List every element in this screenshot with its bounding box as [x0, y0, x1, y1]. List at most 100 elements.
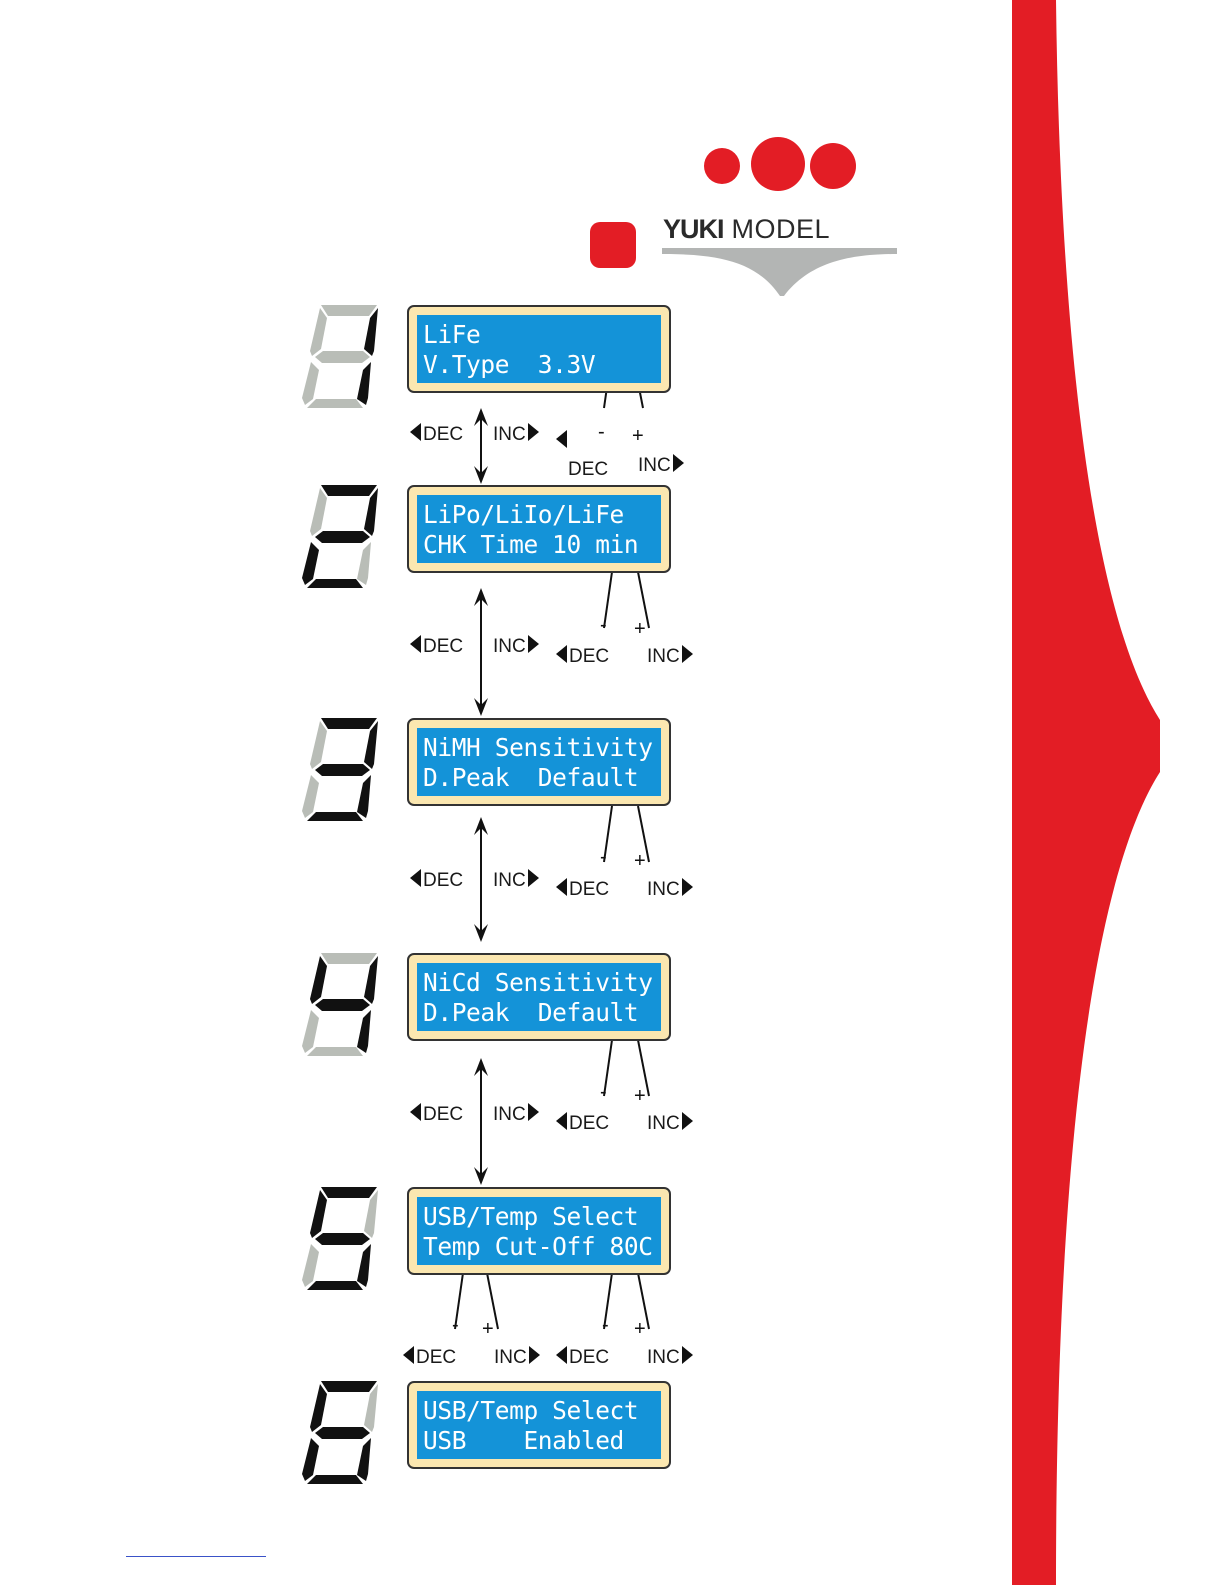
lcd-line-1: LiFe: [423, 319, 659, 351]
logo-red-square: [590, 222, 636, 268]
dec-label: DEC: [569, 1113, 609, 1134]
left-triangle-icon: [556, 878, 567, 896]
lcd-line-1: NiCd Sensitivity: [423, 967, 659, 999]
lcd-line-2: V.Type 3.3V: [423, 349, 659, 381]
segment-a: [321, 1187, 377, 1198]
inc-button[interactable]: INC: [494, 1346, 540, 1369]
inc-label: INC: [647, 1113, 680, 1134]
inc-button[interactable]: INC: [493, 423, 539, 446]
inc-button[interactable]: INC: [493, 1103, 539, 1126]
dec-label: DEC: [569, 646, 609, 667]
footer-link-underline: [126, 1556, 266, 1557]
step-digit-1: [302, 305, 378, 408]
inc-button[interactable]: INC: [647, 1346, 693, 1369]
dec-button[interactable]: DEC: [556, 1112, 609, 1135]
segment-e: [302, 1244, 319, 1287]
step-digit-6: [302, 1381, 378, 1484]
segment-c: [357, 1438, 371, 1481]
lcd-line-2: CHK Time 10 min: [423, 529, 659, 561]
plus-sign: +: [634, 851, 646, 871]
segment-e: [302, 542, 319, 585]
segment-e: [302, 362, 319, 405]
brand-name-regular: MODEL: [732, 214, 831, 244]
lcd-screen: USB/Temp SelectTemp Cut-Off 80C: [417, 1197, 661, 1265]
dec-label: DEC: [423, 1104, 463, 1125]
plus-sign: +: [632, 426, 644, 446]
segment-a: [321, 718, 377, 729]
step-digit-4: [302, 953, 378, 1056]
segment-c: [357, 775, 371, 818]
inc-button[interactable]: INC: [647, 878, 693, 901]
minus-sign: -: [600, 615, 607, 635]
logo-dot-small: [704, 148, 740, 184]
right-triangle-icon: [528, 423, 539, 441]
inc-label: INC: [647, 646, 680, 667]
segment-g: [315, 351, 370, 363]
dec-label: DEC: [416, 1347, 456, 1368]
segment-c: [357, 1010, 371, 1053]
right-triangle-icon: [673, 454, 684, 472]
plus-sign: +: [634, 619, 646, 639]
segment-f: [310, 721, 327, 769]
step-digit-2: [302, 485, 378, 588]
lcd-line-1: NiMH Sensitivity: [423, 732, 659, 764]
logo-dot-large: [751, 137, 805, 191]
logo-swoosh: [662, 248, 897, 296]
dec-button[interactable]: DEC: [556, 645, 609, 668]
segment-f: [310, 308, 327, 356]
lcd-line-2: USB Enabled: [423, 1425, 659, 1457]
inc-button[interactable]: INC: [638, 454, 684, 477]
dec-button[interactable]: DEC: [410, 423, 463, 446]
segment-a: [321, 1381, 377, 1392]
segment-g: [315, 764, 370, 776]
segment-f: [310, 488, 327, 536]
dec-button[interactable]: DEC: [556, 430, 608, 481]
segment-f: [310, 956, 327, 1004]
dec-label: DEC: [423, 636, 463, 657]
lcd-display: NiCd SensitivityD.Peak Default: [407, 953, 671, 1041]
segment-d: [307, 399, 363, 408]
dec-label: DEC: [568, 459, 608, 481]
left-triangle-icon: [556, 645, 567, 663]
segment-d: [307, 1047, 363, 1056]
inc-button[interactable]: INC: [493, 635, 539, 658]
plus-sign: +: [634, 1319, 646, 1339]
red-side-band: [1012, 0, 1160, 1585]
segment-g: [315, 1427, 370, 1439]
dec-button[interactable]: DEC: [556, 1346, 609, 1369]
right-triangle-icon: [528, 1103, 539, 1121]
dec-button[interactable]: DEC: [410, 635, 463, 658]
brand-name-bold: YUKI: [663, 214, 724, 244]
plus-sign: +: [634, 1086, 646, 1106]
dec-button[interactable]: DEC: [556, 878, 609, 901]
inc-label: INC: [638, 455, 671, 476]
minus-sign: -: [600, 847, 607, 867]
dec-label: DEC: [423, 424, 463, 445]
plus-sign: +: [482, 1319, 494, 1339]
inc-button[interactable]: INC: [647, 645, 693, 668]
dec-button[interactable]: DEC: [410, 869, 463, 892]
inc-button[interactable]: INC: [647, 1112, 693, 1135]
left-triangle-icon: [410, 1103, 421, 1121]
dec-button[interactable]: DEC: [403, 1346, 456, 1369]
segment-g: [315, 531, 370, 543]
segment-g: [315, 1233, 370, 1245]
segment-f: [310, 1190, 327, 1238]
inc-button[interactable]: INC: [493, 869, 539, 892]
dec-button[interactable]: DEC: [410, 1103, 463, 1126]
dec-label: DEC: [423, 870, 463, 891]
inc-label: INC: [493, 870, 526, 891]
minus-sign: -: [452, 1315, 459, 1335]
left-triangle-icon: [403, 1346, 414, 1364]
minus-sign: -: [602, 1315, 609, 1335]
inc-label: INC: [493, 1104, 526, 1125]
logo-dot-medium: [810, 143, 856, 189]
lcd-line-2: D.Peak Default: [423, 997, 659, 1029]
